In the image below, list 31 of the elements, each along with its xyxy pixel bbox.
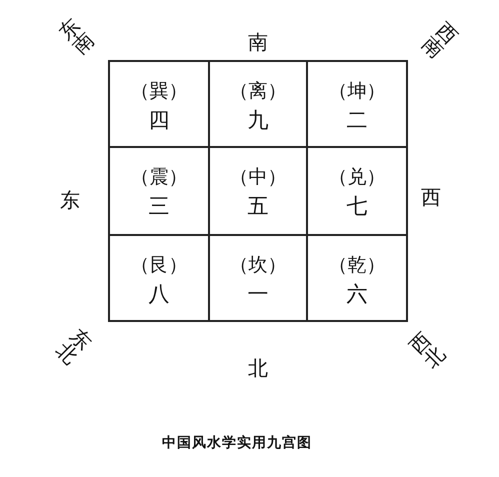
trigram-label: （巽） (130, 80, 188, 102)
direction-label: 东北 (52, 324, 96, 368)
direction-label: 西南 (418, 18, 462, 62)
palace-number: 七 (346, 194, 368, 218)
palace-number: 五 (246, 194, 270, 218)
trigram-label: （中） (228, 166, 288, 188)
palace-cell (108, 234, 210, 322)
palace-number: 六 (346, 282, 368, 306)
direction-label: 西北 (406, 328, 448, 372)
palace-cell (306, 234, 408, 322)
trigram-label: （离） (228, 80, 288, 102)
palace-cell (108, 60, 210, 148)
palace-number: 一 (246, 282, 270, 306)
palace-number: 九 (246, 108, 270, 132)
palace-number: 二 (346, 108, 368, 132)
direction-label: 东南 (54, 14, 98, 58)
caption: 中国风水学实用九宫图 (162, 434, 312, 452)
palace-number: 三 (148, 194, 170, 218)
palace-cell (306, 60, 408, 148)
trigram-label: （震） (130, 166, 188, 188)
trigram-label: （艮） (130, 254, 188, 276)
trigram-label: （乾） (328, 254, 386, 276)
direction-label: 南 (248, 31, 268, 53)
trigram-label: （兑） (328, 166, 386, 188)
palace-number: 八 (148, 282, 170, 306)
trigram-label: （坎） (228, 254, 288, 276)
direction-label: 东 (60, 189, 80, 211)
direction-label: 西 (421, 186, 441, 208)
palace-number: 四 (148, 108, 170, 132)
direction-label: 北 (248, 357, 268, 379)
trigram-label: （坤） (328, 80, 386, 102)
